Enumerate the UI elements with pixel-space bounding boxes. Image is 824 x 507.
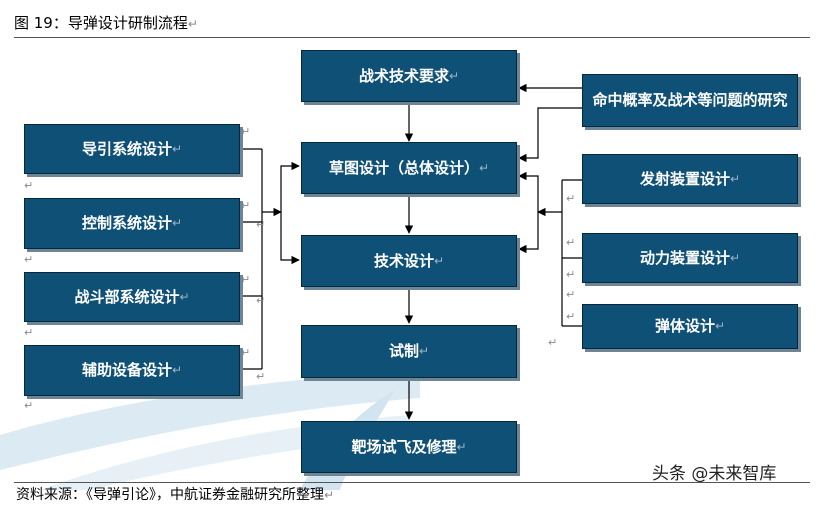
bottom-rule (14, 482, 810, 483)
arrow-left-to-draft (280, 161, 300, 212)
box-launcher-design: 发射装置设计↵ (582, 154, 798, 204)
box-warhead-system: 战斗部系统设计↵ (24, 272, 240, 322)
svg-text:↵: ↵ (548, 336, 557, 349)
svg-text:↵: ↵ (256, 370, 265, 383)
source-note: 资料来源：《导弹引论》，中航证券金融研究所整理↵ (16, 487, 335, 503)
arrow-left-to-tech (280, 212, 300, 265)
arrow-hitprob-to-draft (518, 107, 582, 163)
svg-text:↵: ↵ (566, 192, 575, 205)
svg-text:↵: ↵ (241, 125, 250, 138)
svg-text:↵: ↵ (241, 199, 250, 212)
figure-title: 图 19：导弹设计研制流程↵ (14, 14, 198, 32)
svg-text:↵: ↵ (24, 179, 33, 192)
svg-text:↵: ↵ (566, 268, 575, 281)
box-draft-design: 草图设计（总体设计）↵ (301, 142, 517, 194)
watermark: 头条 @未来智库 (652, 464, 777, 484)
svg-text:↵: ↵ (566, 236, 575, 249)
svg-text:↵: ↵ (24, 399, 33, 412)
svg-text:↵: ↵ (24, 326, 33, 339)
arrow-right-to-draft (518, 171, 539, 212)
box-guidance-system: 导引系统设计↵ (24, 124, 240, 174)
svg-text:↵: ↵ (241, 273, 250, 286)
svg-text:↵: ↵ (24, 253, 33, 266)
box-control-system: 控制系统设计↵ (24, 198, 240, 249)
box-tactical-requirements: 战术技术要求↵ (301, 50, 517, 102)
box-auxiliary-equipment: 辅助设备设计↵ (24, 345, 240, 396)
svg-text:↵: ↵ (241, 346, 250, 359)
box-hit-probability-research: 命中概率及战术等问题的研究 (582, 74, 798, 127)
svg-text:↵: ↵ (256, 218, 265, 231)
svg-text:↵: ↵ (256, 294, 265, 307)
box-trial-production: 试制↵ (301, 325, 517, 378)
arrow-right-to-tech (518, 212, 539, 254)
svg-text:↵: ↵ (566, 288, 575, 301)
box-missile-body-design: 弹体设计↵ (582, 304, 798, 349)
svg-text:↵: ↵ (566, 310, 575, 323)
top-rule (14, 37, 810, 38)
box-power-plant-design: 动力装置设计↵ (582, 233, 798, 283)
box-technical-design: 技术设计↵ (301, 235, 517, 287)
box-flight-test: 靶场试飞及修理↵ (301, 421, 517, 473)
